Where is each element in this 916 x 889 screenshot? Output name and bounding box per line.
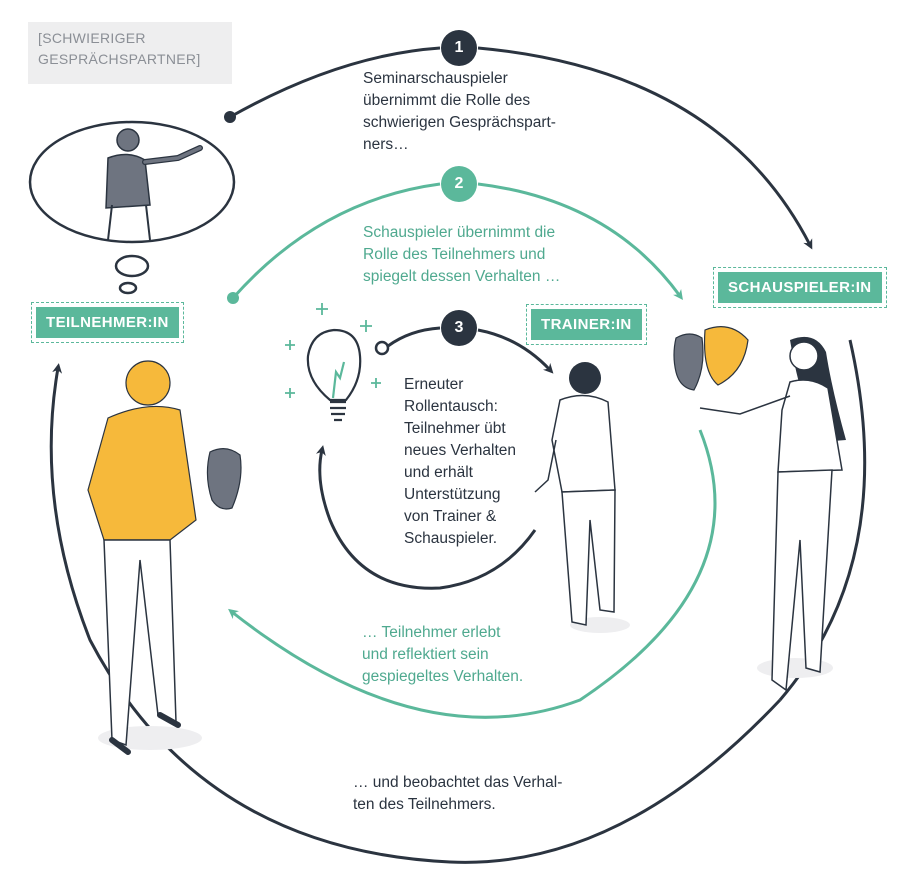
cycle-arrow-3-start (374, 340, 390, 356)
observe-line: ten des Teilnehmers. (353, 796, 496, 813)
tag-line-1: [SCHWIERIGER (38, 30, 146, 46)
cycle-arrow-2-start (227, 292, 239, 304)
step-3-line: Schauspieler. (404, 530, 498, 547)
reflect-line: … Teilnehmer erlebt (362, 624, 501, 641)
cycle-arrow-2c (228, 429, 717, 719)
step-3-line: neues Verhalten (404, 442, 517, 459)
lightbulb-icon (306, 328, 362, 422)
cycle-arrow-3b (477, 328, 554, 374)
role-label-actor: SCHAUSPIELER:IN (713, 267, 887, 308)
step-number-3: 3 (441, 310, 477, 346)
cycle-arrow-2b (477, 182, 683, 301)
difficult-partner-figure (105, 128, 203, 241)
step-1-line: Seminarschauspieler (363, 70, 508, 87)
thought-dot-large (114, 254, 150, 278)
cycle-arrow-1 (229, 46, 441, 119)
step-1-line: schwierigen Gesprächspart- (363, 114, 556, 131)
role-label-participant: TEILNEHMER:IN (31, 302, 184, 343)
step-3-line: Rollentausch: (404, 398, 498, 415)
step-2-line: Schauspieler übernimmt die (363, 224, 556, 241)
step-1-line: ners… (363, 136, 409, 153)
step-number-2: 2 (441, 166, 477, 202)
reflect-line: und reflektiert sein (362, 646, 489, 663)
step-2-line: Rolle des Teilnehmers und (363, 246, 546, 263)
step-number-1: 1 (441, 30, 477, 66)
actor-figure (699, 336, 846, 692)
step-1-line: übernimmt die Rolle des (363, 92, 531, 109)
step-2-line: spiegelt dessen Verhalten … (363, 268, 561, 285)
step-1-text: Seminarschauspieler übernimmt die Rolle … (363, 68, 556, 156)
cycle-arrow-outer-bottom (49, 363, 782, 864)
difficult-partner-tag: [SCHWIERIGER GESPRÄCHSPARTNER] (28, 22, 232, 84)
reflect-text: … Teilnehmer erlebt und reflektiert sein… (362, 622, 523, 688)
trainer-figure (534, 362, 630, 633)
tag-line-2: GESPRÄCHSPARTNER] (38, 51, 201, 67)
step-3-line: Teilnehmer übt (404, 420, 506, 437)
participant-figure (87, 360, 202, 755)
reflect-line: gespiegeltes Verhalten. (362, 668, 524, 685)
cycle-arrow-2a (231, 182, 441, 299)
cycle-arrow-3c (315, 445, 537, 590)
step-3-text: Erneuter Rollentausch: Teilnehmer übt ne… (404, 374, 516, 550)
step-3-line: von Trainer & (404, 508, 497, 525)
step-3-line: Erneuter (404, 376, 464, 393)
thought-dot-small (118, 281, 138, 295)
sparkle-icons (285, 303, 381, 398)
step-3-line: Unterstützung (404, 486, 501, 503)
step-3-line: und erhält (404, 464, 473, 481)
role-label-trainer: TRAINER:IN (526, 304, 647, 345)
step-2-text: Schauspieler übernimmt die Rolle des Tei… (363, 222, 560, 288)
observe-line: … und beobachtet das Verhal- (353, 774, 563, 791)
mask-gray-left (206, 448, 242, 510)
mask-pair-right (673, 326, 749, 391)
cycle-arrow-1b (477, 46, 813, 250)
observe-text: … und beobachtet das Verhal- ten des Tei… (353, 772, 562, 816)
cycle-arrow-1-start (224, 111, 236, 123)
cycle-arrow-3a (387, 326, 441, 348)
